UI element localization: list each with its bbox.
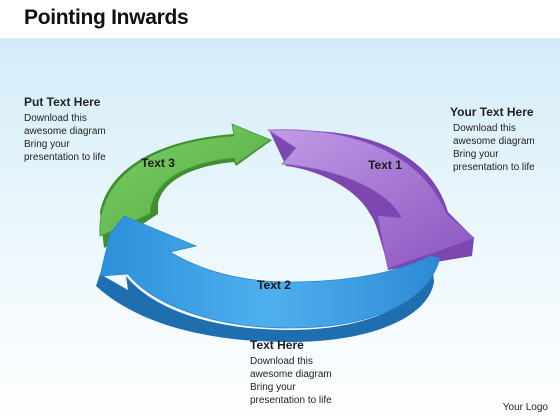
segment-label-3: Text 3 [141,156,175,170]
logo-placeholder: Your Logo [502,402,548,413]
segment-label-1: Text 1 [368,158,402,172]
text-block-right-line: awesome diagram [453,136,535,147]
text-block-left: Put Text Here Download this awesome diag… [24,95,106,164]
text-block-bottom-line: Download this [250,356,313,367]
text-block-right: Your Text Here Download this awesome dia… [450,105,535,174]
text-block-bottom-heading: Text Here [250,338,304,352]
text-block-right-line: Download this [453,123,516,134]
text-block-left-heading: Put Text Here [24,95,101,109]
arrow-segment-1 [266,129,475,270]
text-block-bottom-line: awesome diagram [250,369,332,380]
text-block-left-line: presentation to life [24,152,106,163]
text-block-bottom-line: presentation to life [250,395,332,406]
text-block-left-line: Download this [24,113,87,124]
text-block-left-line: Bring your [24,139,70,150]
text-block-right-line: Bring your [453,149,499,160]
text-block-right-line: presentation to life [453,162,535,173]
segment-label-2: Text 2 [257,278,291,292]
arrow-segment-2 [96,215,441,342]
slide-title: Pointing Inwards [24,6,189,29]
text-block-right-heading: Your Text Here [450,105,534,119]
text-block-left-line: awesome diagram [24,126,106,137]
text-block-bottom-line: Bring your [250,382,296,393]
arrow-segment-3 [99,123,272,248]
text-block-bottom: Text Here Download this awesome diagram … [250,338,332,407]
slide-background [0,38,560,420]
